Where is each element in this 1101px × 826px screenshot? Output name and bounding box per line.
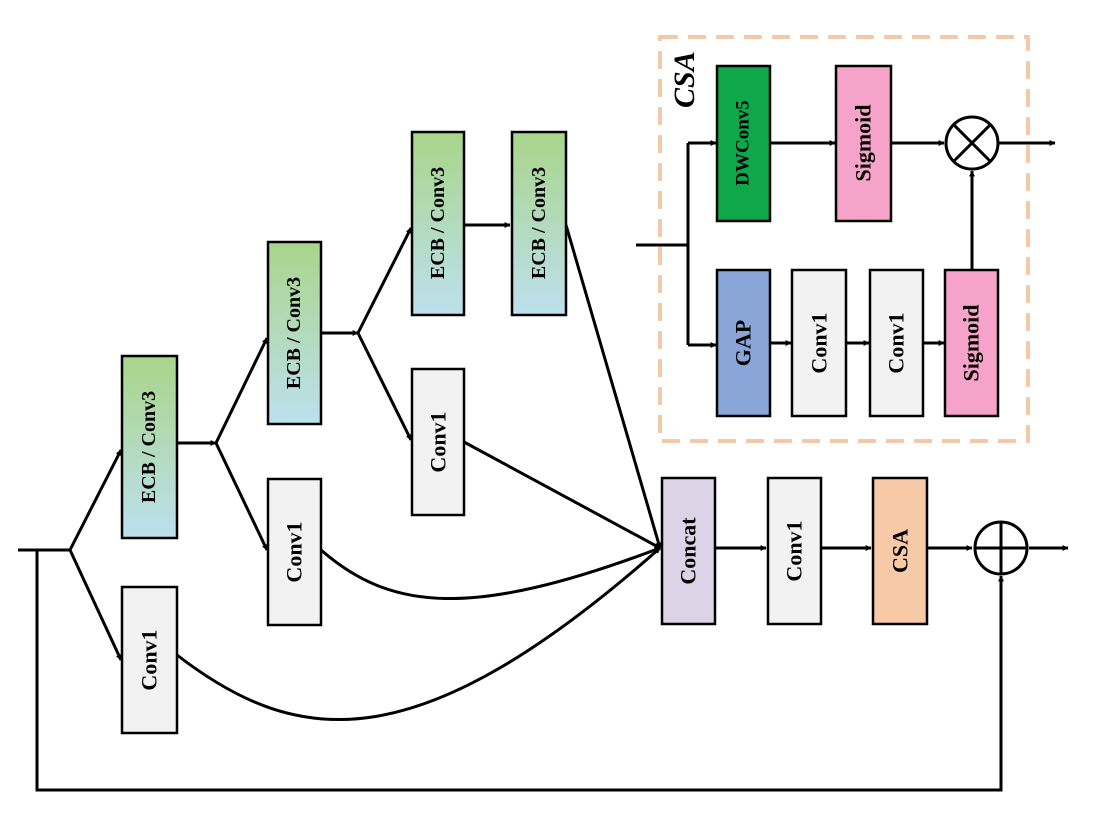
- csa-label: CSA: [888, 529, 913, 573]
- dwconv5-block: DWConv5: [715, 64, 772, 223]
- ecb-conv3-block-1: ECB / Conv3: [120, 354, 179, 540]
- csa-block: CSA: [871, 476, 929, 626]
- ecb-conv3-block-4: ECB / Conv3: [510, 130, 568, 317]
- split1-to-conv1a-wire: [68, 549, 123, 661]
- sigmoid-bottom-label: Sigmoid: [959, 304, 984, 381]
- ecb-conv3-block-3: ECB / Conv3: [410, 130, 466, 317]
- split1-to-ecb1-wire: [68, 449, 123, 551]
- sigmoid-top-label: Sigmoid: [851, 104, 876, 181]
- conv1-label-d: Conv1: [782, 520, 807, 581]
- ecb-conv3-label-3: ECB / Conv3: [427, 167, 449, 279]
- conv1c-to-concat-wire: [463, 440, 661, 550]
- residual-skip-wire: [35, 550, 1004, 792]
- conv1-label-b: Conv1: [282, 521, 307, 582]
- multiply-operator: [944, 115, 1000, 171]
- conv1-block-c: Conv1: [410, 367, 466, 517]
- conv1-label-a: Conv1: [137, 629, 162, 690]
- split3-to-ecb3-wire: [356, 227, 413, 334]
- split2-to-conv1b-wire: [214, 442, 269, 551]
- split2-to-ecb2-wire: [214, 337, 269, 444]
- ecb4-to-concat-wire: [564, 224, 662, 549]
- conv1-block-d: Conv1: [766, 476, 823, 626]
- split3-to-conv1c-wire: [356, 332, 413, 441]
- dwconv5-label: DWConv5: [733, 100, 754, 186]
- concat-block: Concat: [660, 476, 717, 626]
- add-operator: [973, 520, 1029, 576]
- csa-conv1-block-1: Conv1: [790, 268, 848, 418]
- gap-label: GAP: [731, 320, 756, 366]
- concat-label: Concat: [676, 517, 701, 585]
- conv1-label-c: Conv1: [426, 411, 451, 472]
- csa-panel-border: [658, 35, 1030, 443]
- sigmoid-top-block: Sigmoid: [834, 64, 893, 223]
- gap-block: GAP: [715, 268, 772, 418]
- csa-panel-title: CSA: [668, 51, 701, 108]
- ecb-conv3-label-4: ECB / Conv3: [528, 167, 550, 279]
- conv1b-to-concat-wire: [320, 546, 661, 600]
- csa-conv1-label-2: Conv1: [884, 312, 909, 373]
- ecb-conv3-label-2: ECB / Conv3: [283, 277, 305, 389]
- csa-conv1-block-2: Conv1: [868, 268, 925, 418]
- conv1a-to-concat-wire: [176, 546, 661, 721]
- ecb-conv3-block-2: ECB / Conv3: [266, 240, 323, 426]
- conv1-block-a: Conv1: [120, 585, 179, 735]
- ecb-conv3-label-1: ECB / Conv3: [138, 391, 160, 503]
- sigmoid-bottom-block: Sigmoid: [943, 268, 1000, 418]
- conv1-block-b: Conv1: [266, 477, 323, 627]
- csa-conv1-label-1: Conv1: [807, 312, 832, 373]
